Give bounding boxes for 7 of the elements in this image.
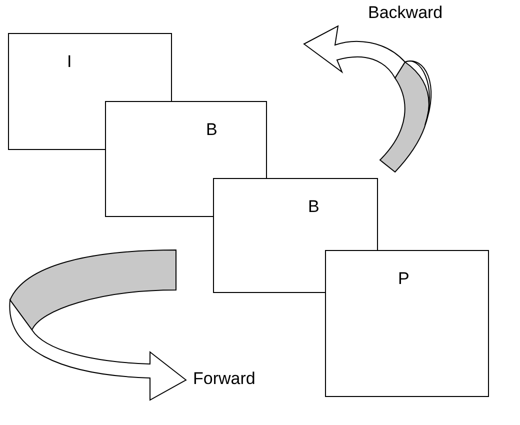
frame-label: P [398, 269, 410, 289]
frame-label: B [206, 120, 218, 140]
frame-label: B [308, 197, 320, 217]
frame-label: I [67, 52, 72, 72]
direction-label: Forward [193, 369, 256, 389]
frame-box [325, 250, 489, 397]
direction-label: Backward [368, 3, 443, 23]
